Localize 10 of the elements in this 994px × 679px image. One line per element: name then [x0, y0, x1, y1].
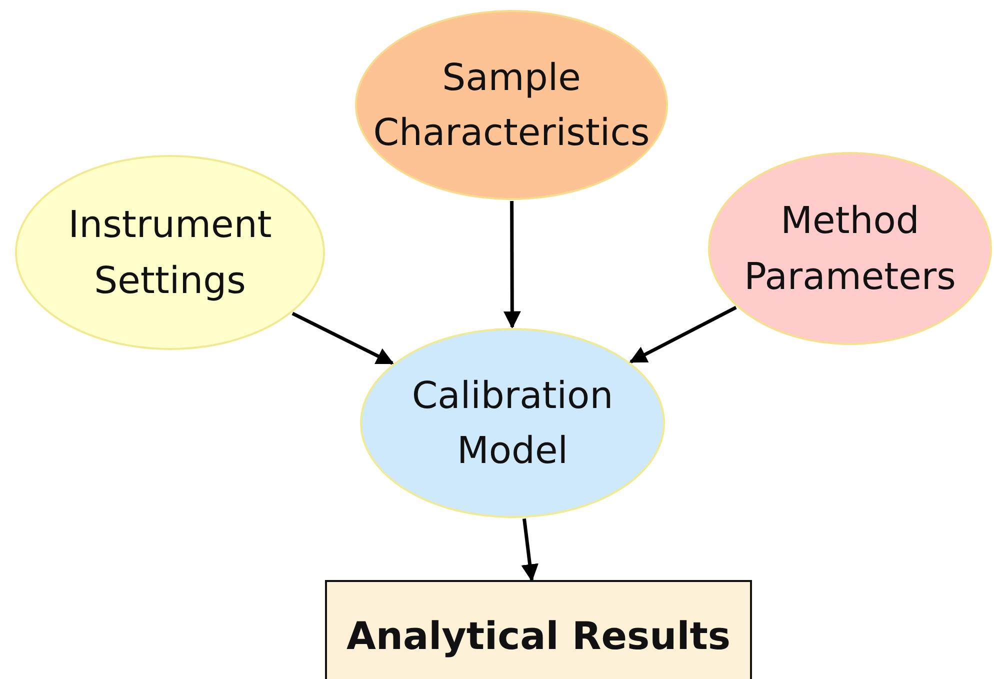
- node-label: Analytical Results: [346, 614, 731, 658]
- node-label: Calibration Model: [410, 372, 614, 474]
- arrow: [292, 312, 394, 365]
- node-label: Instrument Settings: [67, 202, 273, 304]
- node-label: Sample Characteristics: [372, 54, 651, 156]
- node-label: Method Parameters: [743, 198, 957, 300]
- result-box: [325, 580, 752, 679]
- arrow: [521, 518, 539, 582]
- arrow: [629, 306, 737, 364]
- arrow: [503, 201, 521, 329]
